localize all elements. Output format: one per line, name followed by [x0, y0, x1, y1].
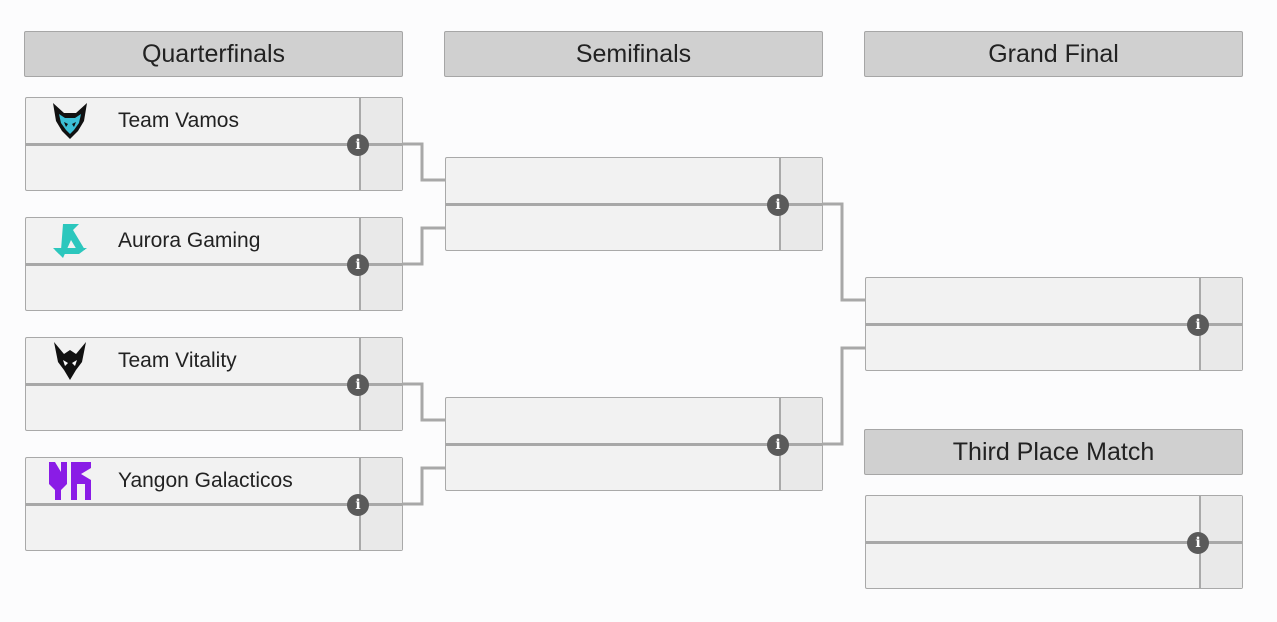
match-divider	[26, 383, 402, 386]
info-icon[interactable]: i	[347, 374, 369, 396]
team-name: Team Vamos	[118, 109, 239, 132]
info-icon[interactable]: i	[1187, 532, 1209, 554]
info-icon[interactable]: i	[767, 434, 789, 456]
team-vitality-logo-icon	[46, 339, 94, 383]
grand-final-match[interactable]: i	[865, 277, 1243, 371]
info-icon[interactable]: i	[347, 134, 369, 156]
round-header-quarterfinals: Quarterfinals	[24, 31, 403, 77]
yangon-galacticos-logo-icon	[46, 459, 94, 503]
match-slot-top[interactable]: Team Vitality	[26, 338, 359, 384]
match-slot-bottom[interactable]	[26, 506, 359, 552]
info-icon[interactable]: i	[347, 494, 369, 516]
info-icon[interactable]: i	[767, 194, 789, 216]
match-divider	[866, 323, 1242, 326]
match-slot-bottom[interactable]	[866, 544, 1199, 590]
team-name: Yangon Galacticos	[118, 469, 293, 492]
round-header-grand-final: Grand Final	[864, 31, 1243, 77]
match-slot-top[interactable]: Aurora Gaming	[26, 218, 359, 264]
team-vamos-logo-icon	[46, 99, 94, 143]
match-slot-top[interactable]	[446, 158, 779, 204]
match-slot-top[interactable]	[866, 496, 1199, 542]
match-slot-top[interactable]: Team Vamos	[26, 98, 359, 144]
match-slot-top[interactable]	[866, 278, 1199, 324]
match-divider	[26, 503, 402, 506]
quarterfinal-match-2[interactable]: Aurora Gaming i	[25, 217, 403, 311]
match-slot-bottom[interactable]	[446, 446, 779, 492]
round-header-semifinals: Semifinals	[444, 31, 823, 77]
match-slot-bottom[interactable]	[866, 326, 1199, 372]
match-divider	[866, 541, 1242, 544]
match-divider	[26, 263, 402, 266]
info-icon[interactable]: i	[1187, 314, 1209, 336]
info-icon[interactable]: i	[347, 254, 369, 276]
team-name: Team Vitality	[118, 349, 237, 372]
match-divider	[446, 443, 822, 446]
round-header-third-place: Third Place Match	[864, 429, 1243, 475]
match-slot-top[interactable]: Yangon Galacticos	[26, 458, 359, 504]
match-slot-bottom[interactable]	[26, 386, 359, 432]
match-slot-bottom[interactable]	[446, 206, 779, 252]
quarterfinal-match-1[interactable]: Team Vamos i	[25, 97, 403, 191]
quarterfinal-match-4[interactable]: Yangon Galacticos i	[25, 457, 403, 551]
match-slot-bottom[interactable]	[26, 266, 359, 312]
match-slot-bottom[interactable]	[26, 146, 359, 192]
third-place-match[interactable]: i	[865, 495, 1243, 589]
semifinal-match-2[interactable]: i	[445, 397, 823, 491]
match-slot-top[interactable]	[446, 398, 779, 444]
semifinal-match-1[interactable]: i	[445, 157, 823, 251]
team-name: Aurora Gaming	[118, 229, 261, 252]
match-divider	[26, 143, 402, 146]
quarterfinal-match-3[interactable]: Team Vitality i	[25, 337, 403, 431]
match-divider	[446, 203, 822, 206]
aurora-gaming-logo-icon	[46, 219, 94, 263]
